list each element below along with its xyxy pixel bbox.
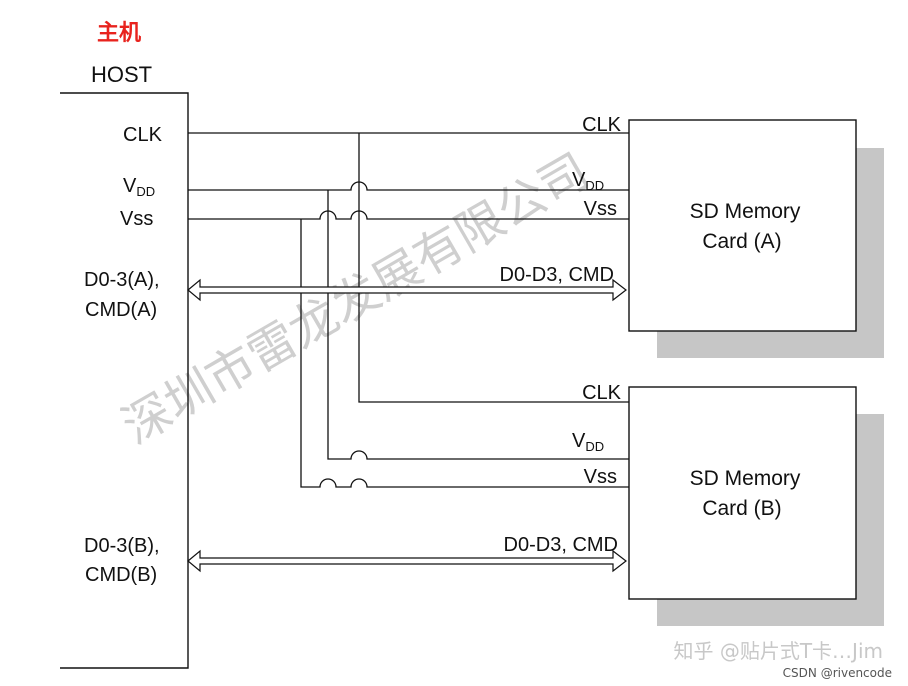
host-pin-data-a-2: CMD(A)	[85, 299, 157, 321]
wire-vss-drop	[300, 219, 629, 488]
host-pin-clk: CLK	[123, 124, 163, 146]
card-b-pin-clk: CLK	[582, 382, 622, 404]
card-a-pin-vdd-sub: DD	[585, 178, 604, 193]
card-b-bus-label: D0-D3, CMD	[504, 534, 618, 556]
host-pin-vdd: VDD	[123, 175, 155, 199]
wire-clk-drop	[358, 133, 629, 403]
host-title: HOST	[91, 62, 152, 87]
card-a-pin-vdd-main: V	[572, 169, 586, 191]
host-title-cn: 主机	[97, 20, 141, 45]
card-a-title-1: SD Memory	[690, 200, 801, 223]
card-a-box	[628, 119, 857, 332]
host-box	[60, 92, 189, 669]
bus-b	[187, 549, 627, 573]
card-a-pin-vdd: VDD	[572, 169, 604, 193]
host-pin-data-b-1: D0-3(B),	[84, 535, 160, 557]
host-pin-data-b-2: CMD(B)	[85, 564, 157, 586]
card-a-pin-clk: CLK	[582, 114, 622, 136]
host-pin-data-a-1: D0-3(A),	[84, 269, 160, 291]
card-b-pin-vdd: VDD	[572, 430, 604, 454]
card-b-pin-vss: Vss	[584, 466, 617, 488]
zhihu-credit: 知乎 @贴片式T卡…Jim	[673, 639, 883, 663]
host-pin-vss: Vss	[120, 208, 153, 230]
card-a-pin-vss: Vss	[584, 198, 617, 220]
wire-vdd-a	[188, 181, 629, 191]
card-b-title-1: SD Memory	[690, 467, 801, 490]
card-a-bus-label: D0-D3, CMD	[500, 264, 614, 286]
card-b-title-2: Card (B)	[702, 497, 781, 520]
host-pin-vdd-sub: DD	[136, 184, 155, 199]
host-pin-vdd-main: V	[123, 175, 137, 197]
wire-vdd-drop	[327, 190, 629, 460]
card-b-box	[628, 386, 857, 600]
bus-a	[187, 278, 627, 302]
card-b-pin-vdd-sub: DD	[585, 439, 604, 454]
csdn-credit: CSDN @rivencode	[783, 666, 892, 680]
card-b-pin-vdd-main: V	[572, 430, 586, 452]
wire-vss-a	[188, 210, 629, 220]
card-a-title-2: Card (A)	[702, 230, 781, 253]
